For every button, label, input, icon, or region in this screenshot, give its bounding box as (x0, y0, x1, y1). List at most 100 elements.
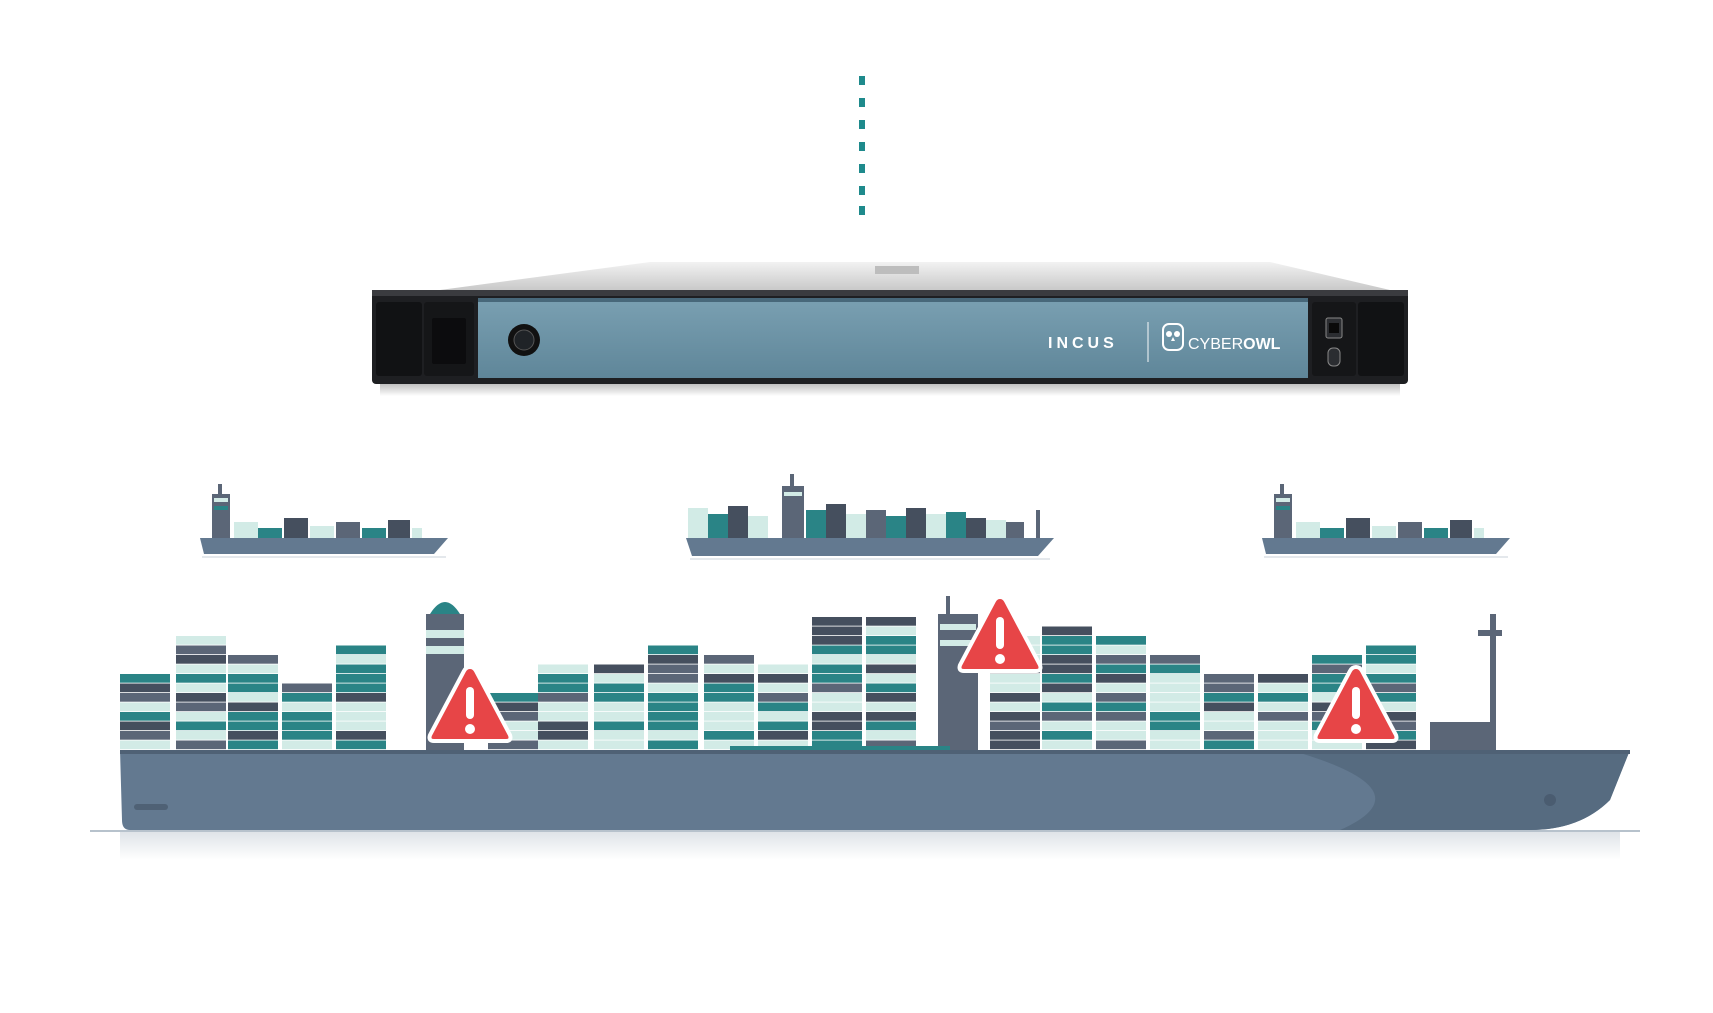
shipping-container (1204, 683, 1254, 693)
shipping-container (704, 664, 754, 674)
shipping-container (1204, 693, 1254, 702)
shipping-container (228, 702, 278, 712)
shipping-container (704, 731, 754, 740)
shipping-container (648, 674, 698, 683)
shipping-container (704, 740, 754, 750)
shipping-container (1258, 702, 1308, 712)
shipping-container (120, 731, 170, 740)
shipping-container (594, 712, 644, 721)
shipping-container (1042, 740, 1092, 750)
shipping-container (1150, 740, 1200, 750)
shipping-container (1312, 664, 1362, 674)
rack-server-appliance: INCUS CYBEROWL (372, 262, 1408, 396)
small-ship-left (200, 484, 448, 558)
shipping-container (176, 740, 226, 750)
ship-hull (120, 750, 1630, 830)
shipping-container (648, 740, 698, 750)
shipping-container (1042, 664, 1092, 674)
shipping-container (812, 674, 862, 683)
shipping-container (594, 683, 644, 693)
shipping-container (1096, 636, 1146, 645)
shipping-container (120, 693, 170, 702)
shipping-container (1096, 731, 1146, 740)
shipping-container (758, 712, 808, 721)
shipping-container (1042, 645, 1092, 655)
shipping-container (336, 721, 386, 731)
shipping-container (336, 740, 386, 750)
shipping-container (1204, 740, 1254, 750)
shipping-container (1042, 674, 1092, 683)
shipping-container (866, 702, 916, 712)
shipping-container (866, 636, 916, 645)
shipping-container (866, 683, 916, 693)
shipping-container (866, 674, 916, 683)
shipping-container (704, 683, 754, 693)
shipping-container (1204, 721, 1254, 731)
shipping-container (538, 731, 588, 740)
shipping-container (866, 664, 916, 674)
shipping-container (1312, 655, 1362, 664)
shipping-container (758, 702, 808, 712)
shipping-container (866, 731, 916, 740)
shipping-container (758, 731, 808, 740)
shipping-container (120, 702, 170, 712)
shipping-container (1366, 712, 1416, 721)
shipping-container (648, 731, 698, 740)
shipping-container (1096, 740, 1146, 750)
shipping-container (1150, 721, 1200, 731)
shipping-container (1204, 674, 1254, 683)
shipping-container (120, 740, 170, 750)
shipping-container (594, 674, 644, 683)
shipping-container (488, 740, 538, 750)
brand-incus: INCUS (1048, 335, 1118, 352)
shipping-container (120, 683, 170, 693)
small-ship-center (686, 474, 1054, 560)
shipping-container (1150, 674, 1200, 683)
shipping-container (336, 683, 386, 693)
shipping-container (704, 712, 754, 721)
usb-port-icon[interactable] (1325, 317, 1343, 339)
shipping-container (704, 674, 754, 683)
shipping-container (1204, 712, 1254, 721)
shipping-container (1096, 712, 1146, 721)
shipping-container (866, 645, 916, 655)
shipping-container (282, 702, 332, 712)
shipping-container (1366, 693, 1416, 702)
shipping-container (336, 674, 386, 683)
dotted-connection-line (859, 76, 865, 215)
shipping-container (866, 740, 916, 750)
shipping-container (176, 693, 226, 702)
shipping-container (282, 712, 332, 721)
shipping-container (282, 683, 332, 693)
shipping-container (758, 683, 808, 693)
shipping-container (1150, 702, 1200, 712)
shipping-container (648, 683, 698, 693)
shipping-container (176, 674, 226, 683)
shipping-container (1204, 702, 1254, 712)
shipping-container (594, 702, 644, 712)
shipping-container (1258, 674, 1308, 683)
shipping-container (176, 712, 226, 721)
shipping-container (812, 636, 862, 645)
shipping-container (488, 712, 538, 721)
shipping-container (1312, 683, 1362, 693)
shipping-container (538, 721, 588, 731)
shipping-container (1042, 721, 1092, 731)
shipping-container (990, 693, 1040, 702)
owl-logo-icon (1162, 323, 1184, 351)
shipping-container (538, 693, 588, 702)
shipping-container (1258, 683, 1308, 693)
shipping-container (990, 721, 1040, 731)
shipping-container (1042, 655, 1092, 664)
shipping-container (1150, 664, 1200, 674)
shipping-container (282, 721, 332, 731)
shipping-container (228, 683, 278, 693)
shipping-container (1258, 712, 1308, 721)
shipping-container (1366, 702, 1416, 712)
shipping-container (758, 693, 808, 702)
brand-cyber: CYBER (1188, 336, 1243, 353)
shipping-container (990, 683, 1040, 693)
shipping-container (176, 664, 226, 674)
shipping-container (336, 693, 386, 702)
power-button-icon[interactable] (508, 324, 540, 356)
